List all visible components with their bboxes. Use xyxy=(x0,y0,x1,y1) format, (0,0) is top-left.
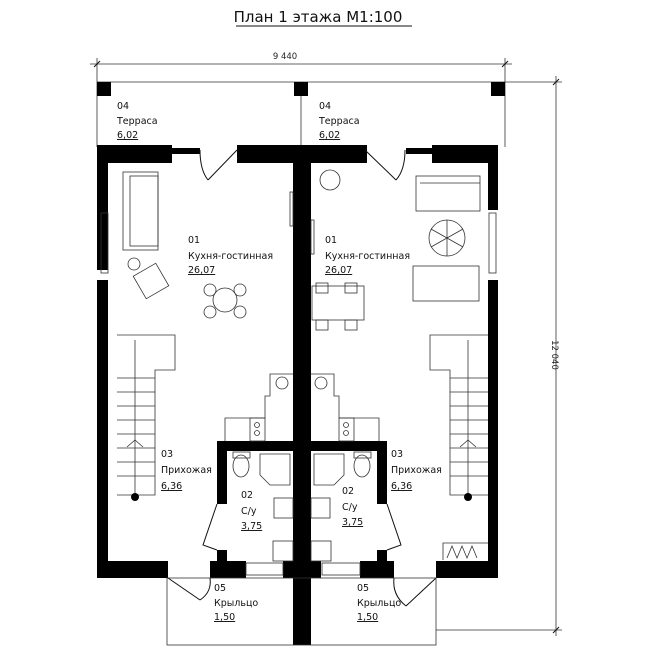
room-kitchen-living-right: 01 Кухня-гостинная 26,07 xyxy=(325,235,410,276)
plan-title: План 1 этажа М1:100 xyxy=(234,8,403,26)
svg-text:С/у: С/у xyxy=(241,506,257,517)
svg-text:С/у: С/у xyxy=(342,502,358,513)
height-label: 12 040 xyxy=(549,340,559,370)
svg-text:3,75: 3,75 xyxy=(342,517,363,528)
bathroom-fixtures xyxy=(232,451,372,562)
stairs-right xyxy=(429,334,488,560)
svg-text:26,07: 26,07 xyxy=(325,265,352,276)
svg-text:02: 02 xyxy=(241,490,253,501)
svg-text:6,36: 6,36 xyxy=(391,481,412,492)
furniture-left xyxy=(122,171,294,319)
windows xyxy=(100,212,497,576)
room-terrace-right: 04 Терраса 6,02 xyxy=(318,101,360,141)
walls xyxy=(97,145,498,645)
svg-text:01: 01 xyxy=(188,235,200,246)
svg-text:3,75: 3,75 xyxy=(241,521,262,532)
svg-text:01: 01 xyxy=(325,235,337,246)
kitchen-counters xyxy=(224,373,380,442)
svg-text:04: 04 xyxy=(117,101,129,112)
svg-text:03: 03 xyxy=(391,449,403,460)
svg-text:6,36: 6,36 xyxy=(161,481,182,492)
svg-text:6,02: 6,02 xyxy=(117,130,138,141)
furniture-right xyxy=(310,169,481,331)
width-dimension: 9 440 xyxy=(90,52,512,82)
svg-text:05: 05 xyxy=(357,583,369,594)
room-porch-right: 05 Крыльцо 1,50 xyxy=(357,583,401,623)
stairs-left xyxy=(117,334,176,501)
room-kitchen-living-left: 01 Кухня-гостинная 26,07 xyxy=(188,235,273,276)
room-hallway-right: 03 Прихожая 6,36 xyxy=(391,449,442,492)
porch xyxy=(166,577,437,646)
svg-text:Терраса: Терраса xyxy=(318,116,360,127)
svg-text:1,50: 1,50 xyxy=(214,612,235,623)
svg-text:Кухня-гостинная: Кухня-гостинная xyxy=(188,251,273,262)
room-terrace-left: 04 Терраса 6,02 xyxy=(116,101,158,141)
svg-text:Терраса: Терраса xyxy=(116,116,158,127)
svg-text:04: 04 xyxy=(319,101,331,112)
svg-text:26,07: 26,07 xyxy=(188,265,215,276)
svg-text:Крыльцо: Крыльцо xyxy=(357,598,401,609)
svg-text:05: 05 xyxy=(214,583,226,594)
svg-text:6,02: 6,02 xyxy=(319,130,340,141)
room-bathroom-right: 02 С/у 3,75 xyxy=(342,486,363,528)
room-bathroom-left: 02 С/у 3,75 xyxy=(241,490,262,532)
svg-text:Крыльцо: Крыльцо xyxy=(214,598,258,609)
svg-text:03: 03 xyxy=(161,449,173,460)
svg-text:1,50: 1,50 xyxy=(357,612,378,623)
room-porch-left: 05 Крыльцо 1,50 xyxy=(214,583,258,623)
room-hallway-left: 03 Прихожая 6,36 xyxy=(161,449,212,492)
doors[interactable] xyxy=(167,149,437,607)
svg-text:Прихожая: Прихожая xyxy=(161,465,212,476)
svg-text:Прихожая: Прихожая xyxy=(391,465,442,476)
svg-text:02: 02 xyxy=(342,486,354,497)
height-dimension: 12 040 xyxy=(436,76,562,636)
svg-text:Кухня-гостинная: Кухня-гостинная xyxy=(325,251,410,262)
terrace xyxy=(96,81,506,147)
width-label: 9 440 xyxy=(273,52,297,62)
